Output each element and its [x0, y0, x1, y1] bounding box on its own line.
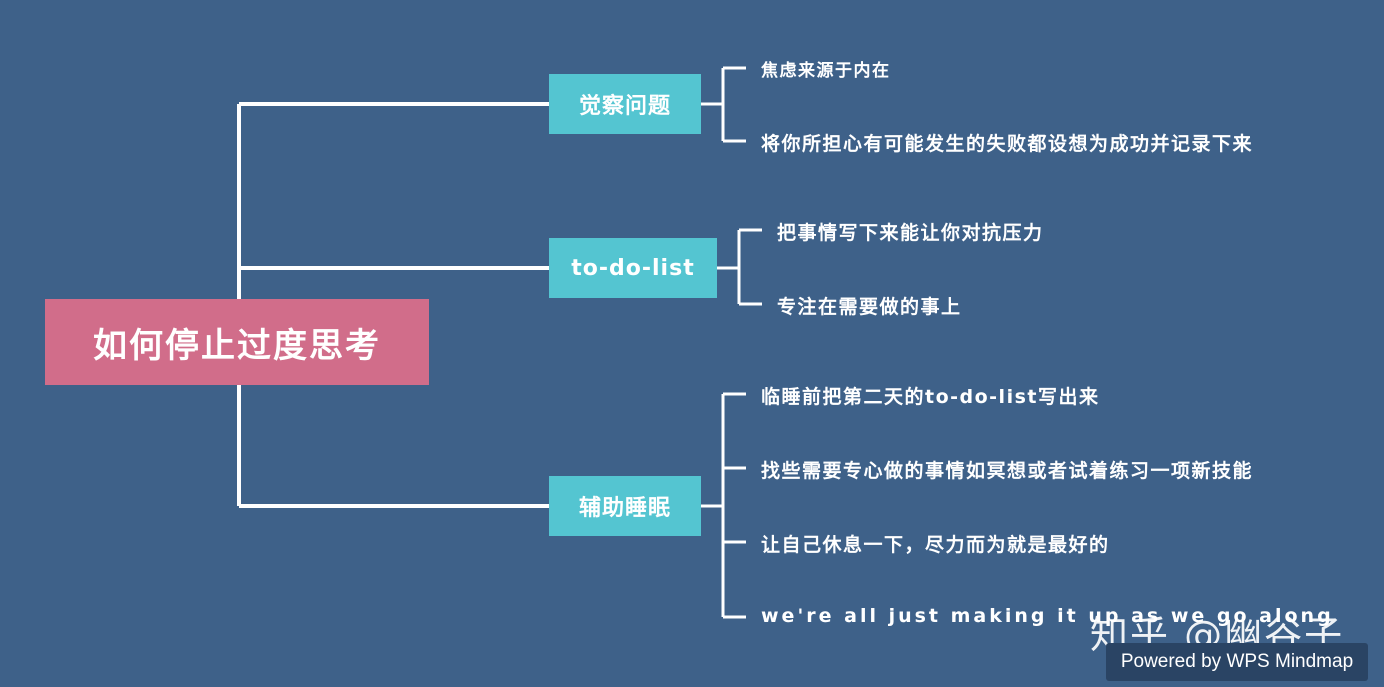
powered-by-badge: Powered by WPS Mindmap — [1106, 643, 1368, 681]
leaf-node[interactable]: 专注在需要做的事上 — [777, 296, 962, 318]
leaf-node[interactable]: we're all just making it up as we go alo… — [761, 605, 1334, 627]
leaf-node[interactable]: 临睡前把第二天的to-do-list写出来 — [761, 386, 1100, 408]
leaf-node[interactable]: 把事情写下来能让你对抗压力 — [777, 222, 1044, 244]
leaf-node[interactable]: 将你所担心有可能发生的失败都设想为成功并记录下来 — [761, 133, 1254, 155]
leaf-node[interactable]: 焦虑来源于内在 — [761, 61, 891, 81]
leaf-node[interactable]: 让自己休息一下，尽力而为就是最好的 — [761, 534, 1110, 556]
leaf-node[interactable]: 找些需要专心做的事情如冥想或者试着练习一项新技能 — [761, 460, 1254, 482]
branch-node-awareness[interactable]: 觉察问题 — [549, 74, 701, 134]
branch-node-sleep[interactable]: 辅助睡眠 — [549, 476, 701, 536]
root-node[interactable]: 如何停止过度思考 — [45, 299, 429, 385]
branch-node-todo-list[interactable]: to-do-list — [549, 238, 717, 298]
